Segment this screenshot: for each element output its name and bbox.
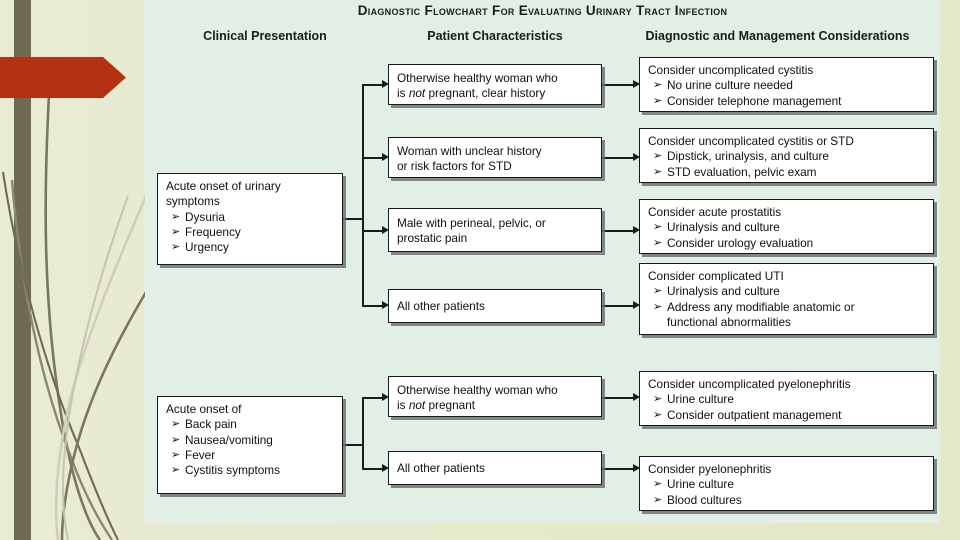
presentation-box-urinary-header: Acute onset of urinary <box>166 179 281 193</box>
consideration-box-1-header: Consider uncomplicated cystitis <box>648 63 814 77</box>
list-item: Dysuria <box>171 210 335 225</box>
content-panel: Diagnostic Flowchart For Evaluating Urin… <box>145 0 940 523</box>
list-item: Urinalysis and culture <box>653 284 926 299</box>
list-item: Urgency <box>171 240 335 255</box>
characteristic-box-2-line1: Woman with unclear history <box>397 144 542 158</box>
consideration-box-2-list: Dipstick, urinalysis, and culture STD ev… <box>648 149 926 180</box>
presentation-box-systemic-header: Acute onset of <box>166 402 242 416</box>
list-item: Cystitis symptoms <box>171 463 335 478</box>
presentation-box-urinary-list: Dysuria Frequency Urgency <box>166 210 335 256</box>
list-item: STD evaluation, pelvic exam <box>653 165 926 180</box>
list-item: Urinalysis and culture <box>653 220 926 235</box>
presentation-box-systemic[interactable]: Acute onset of Back pain Nausea/vomiting… <box>157 396 343 494</box>
column-header-patient-characteristics: Patient Characteristics <box>427 29 563 43</box>
consideration-box-6-list: Urine culture Blood cultures <box>648 477 926 508</box>
consideration-box-1-list: No urine culture needed Consider telepho… <box>648 78 926 109</box>
consideration-box-4-list: Urinalysis and culture Address any modif… <box>648 284 926 330</box>
list-item: Urine culture <box>653 477 926 492</box>
list-item: Consider telephone management <box>653 94 926 109</box>
characteristic-box-3[interactable]: Male with perineal, pelvic, or prostatic… <box>388 208 602 252</box>
list-item: Blood cultures <box>653 493 926 508</box>
consideration-box-5[interactable]: Consider uncomplicated pyelonephritis Ur… <box>639 371 934 426</box>
consideration-box-2-header: Consider uncomplicated cystitis or STD <box>648 134 854 148</box>
list-item: Consider urology evaluation <box>653 236 926 251</box>
consideration-box-5-list: Urine culture Consider outpatient manage… <box>648 392 926 423</box>
consideration-box-3-header: Consider acute prostatitis <box>648 205 782 219</box>
consideration-box-3[interactable]: Consider acute prostatitis Urinalysis an… <box>639 199 934 254</box>
characteristic-box-4[interactable]: All other patients <box>388 289 602 323</box>
characteristic-box-1-line2: is not pregnant, clear history <box>397 86 546 101</box>
consideration-box-4[interactable]: Consider complicated UTI Urinalysis and … <box>639 263 934 335</box>
consideration-box-6-header: Consider pyelonephritis <box>648 462 772 476</box>
characteristic-box-1-line1: Otherwise healthy woman who <box>397 71 558 85</box>
consideration-box-4-header: Consider complicated UTI <box>648 269 784 283</box>
list-item: No urine culture needed <box>653 78 926 93</box>
list-item: Back pain <box>171 417 335 432</box>
characteristic-box-1[interactable]: Otherwise healthy woman who is not pregn… <box>388 64 602 105</box>
characteristic-box-2[interactable]: Woman with unclear history or risk facto… <box>388 137 602 178</box>
characteristic-box-3-line1: Male with perineal, pelvic, or <box>397 216 546 230</box>
characteristic-box-5-line1: Otherwise healthy woman who <box>397 383 558 397</box>
list-item: Consider outpatient management <box>653 408 926 423</box>
characteristic-box-5-line2: is not pregnant <box>397 398 476 413</box>
list-item: Urine culture <box>653 392 926 407</box>
characteristic-box-3-line2: prostatic pain <box>397 231 468 246</box>
characteristic-box-4-line1: All other patients <box>397 299 485 313</box>
list-item: Address any modifiable anatomic orfuncti… <box>653 300 926 331</box>
list-item: Dipstick, urinalysis, and culture <box>653 149 926 164</box>
consideration-box-3-list: Urinalysis and culture Consider urology … <box>648 220 926 251</box>
consideration-box-5-header: Consider uncomplicated pyelonephritis <box>648 377 851 391</box>
presentation-box-urinary-header2: symptoms <box>166 194 220 209</box>
red-arrow-banner <box>0 57 126 98</box>
column-header-diagnostic-management: Diagnostic and Management Considerations <box>645 29 910 43</box>
characteristic-box-5[interactable]: Otherwise healthy woman who is not pregn… <box>388 376 602 417</box>
presentation-box-urinary[interactable]: Acute onset of urinary symptoms Dysuria … <box>157 173 343 265</box>
characteristic-box-6[interactable]: All other patients <box>388 451 602 485</box>
list-item: Fever <box>171 448 335 463</box>
characteristic-box-2-line2: or risk factors for STD <box>397 159 512 174</box>
column-header-clinical-presentation: Clinical Presentation <box>203 29 327 43</box>
consideration-box-6[interactable]: Consider pyelonephritis Urine culture Bl… <box>639 456 934 511</box>
list-item: Nausea/vomiting <box>171 433 335 448</box>
list-item: Frequency <box>171 225 335 240</box>
consideration-box-2[interactable]: Consider uncomplicated cystitis or STD D… <box>639 128 934 183</box>
consideration-box-1[interactable]: Consider uncomplicated cystitis No urine… <box>639 57 934 112</box>
presentation-box-systemic-list: Back pain Nausea/vomiting Fever Cystitis… <box>166 417 335 478</box>
characteristic-box-6-line1: All other patients <box>397 461 485 475</box>
page-title: Diagnostic Flowchart For Evaluating Urin… <box>357 3 728 18</box>
